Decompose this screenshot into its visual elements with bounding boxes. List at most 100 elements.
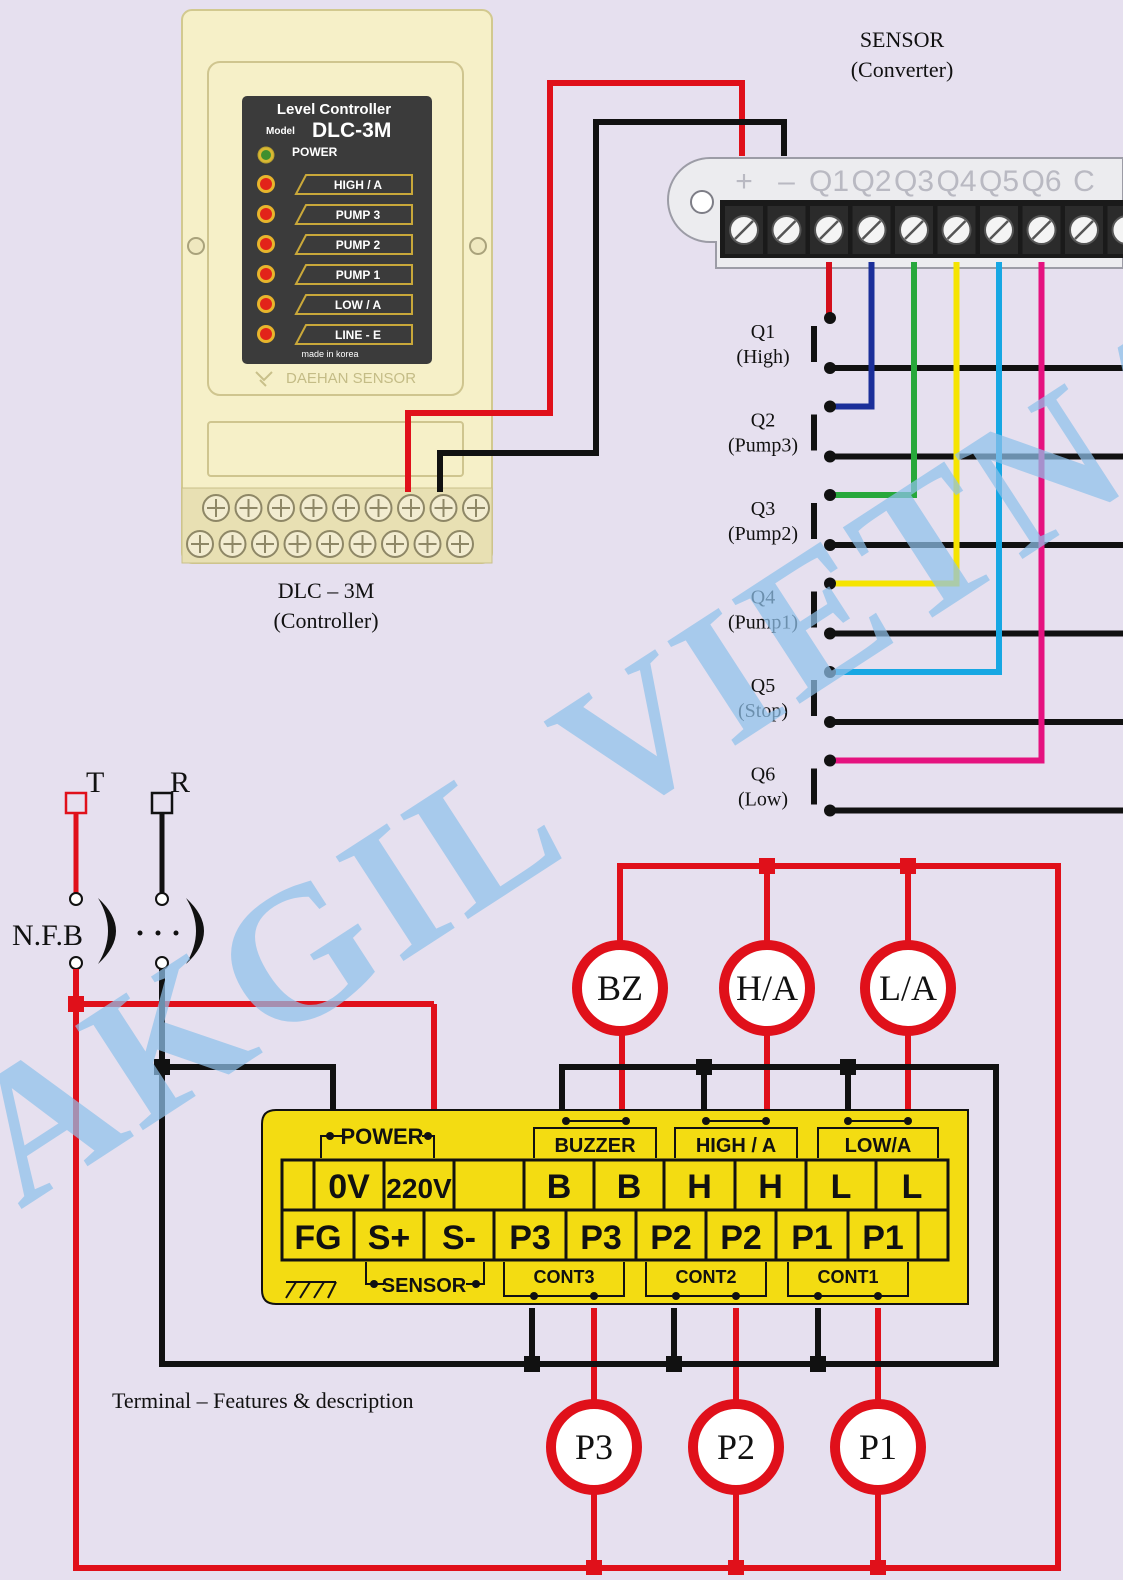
sensor-terminal-label: Q6 bbox=[1021, 165, 1061, 198]
terminal-cell: P2 bbox=[720, 1219, 762, 1257]
sensor-terminal-screw bbox=[810, 206, 848, 254]
terminal-screw bbox=[317, 531, 343, 557]
sensor-terminal-label: Q4 bbox=[936, 165, 976, 198]
sensor-terminal-label: + bbox=[735, 165, 753, 198]
controller-title: Level Controller bbox=[277, 101, 391, 118]
sensor-terminal-screw bbox=[725, 206, 763, 254]
contactor-label: CONT2 bbox=[675, 1267, 736, 1287]
output-code: Q3 bbox=[751, 498, 775, 520]
terminal-r bbox=[152, 793, 172, 813]
terminal-cell: B bbox=[617, 1168, 642, 1206]
pump-motor: P3 bbox=[551, 1404, 637, 1490]
pump-motor-label: P2 bbox=[717, 1427, 755, 1467]
output-code: Q2 bbox=[751, 410, 775, 432]
terminal-screw bbox=[236, 495, 262, 521]
indicator-lamp-label: BZ bbox=[597, 968, 643, 1008]
tb-sensor-label: SENSOR bbox=[382, 1275, 467, 1297]
power-label: POWER bbox=[292, 145, 338, 159]
pump-motor-list: P3 P2 P1 bbox=[551, 1404, 921, 1490]
controller-model-prefix: Model bbox=[266, 126, 295, 137]
sensor-terminal-label: Q1 bbox=[809, 165, 849, 198]
made-in-label: made in korea bbox=[301, 349, 358, 359]
terminal-screw bbox=[366, 495, 392, 521]
sensor-terminal-screw bbox=[895, 206, 933, 254]
terminal-cell: B bbox=[547, 1168, 572, 1206]
terminal-screw bbox=[220, 531, 246, 557]
terminal-cell: P3 bbox=[509, 1219, 551, 1257]
terminal-screw bbox=[301, 495, 327, 521]
terminal-screw bbox=[350, 531, 376, 557]
terminal-screw bbox=[333, 495, 359, 521]
terminal-screw bbox=[463, 495, 489, 521]
tb-power-label: POWER bbox=[340, 1124, 423, 1149]
terminal-cell: S- bbox=[442, 1219, 476, 1257]
pump-motor-label: P3 bbox=[575, 1427, 613, 1467]
sensor-terminal-screw bbox=[938, 206, 976, 254]
indicator-lamp-label: L/A bbox=[879, 968, 937, 1008]
terminal-screw bbox=[447, 531, 473, 557]
terminal-screw bbox=[252, 531, 278, 557]
terminal-screw bbox=[268, 495, 294, 521]
controller-caption-line2: (Controller) bbox=[273, 608, 378, 633]
terminal-cell: P2 bbox=[650, 1219, 692, 1257]
sensor-terminal-screw bbox=[853, 206, 891, 254]
indicator-lamp: BZ bbox=[577, 945, 663, 1031]
breaker-label: N.F.B bbox=[12, 919, 83, 952]
terminal-cell: H bbox=[758, 1168, 783, 1206]
sensor-caption-line2: (Converter) bbox=[851, 57, 954, 82]
output-name: (High) bbox=[736, 346, 789, 368]
sensor-terminal-label: – bbox=[778, 165, 795, 198]
terminal-screw bbox=[398, 495, 424, 521]
tb-high-label: HIGH / A bbox=[696, 1135, 776, 1157]
terminal-screw bbox=[203, 495, 229, 521]
tb-buzzer-label: BUZZER bbox=[554, 1135, 636, 1157]
terminal-cell: P1 bbox=[862, 1219, 904, 1257]
led-label: HIGH / A bbox=[334, 178, 383, 192]
terminal-r-label: R bbox=[170, 766, 190, 799]
led-label: LOW / A bbox=[335, 298, 382, 312]
mount-hole-right bbox=[470, 238, 486, 254]
controller-caption-line1: DLC – 3M bbox=[278, 578, 375, 603]
terminal-cell: FG bbox=[294, 1219, 341, 1257]
sensor-terminal-screw bbox=[1108, 206, 1123, 254]
indicator-lamp-list: BZ H/A L/A bbox=[577, 945, 951, 1031]
contactor-label: CONT3 bbox=[533, 1267, 594, 1287]
led-label: PUMP 2 bbox=[336, 238, 381, 252]
terminal-screw bbox=[382, 531, 408, 557]
sensor-terminal-label: Q2 bbox=[851, 165, 891, 198]
controller-model: DLC-3M bbox=[312, 119, 391, 142]
tb-low-label: LOW/A bbox=[845, 1135, 912, 1157]
output-name: (Pump3) bbox=[728, 435, 798, 457]
mount-hole-left bbox=[188, 238, 204, 254]
signal-wire bbox=[830, 262, 872, 407]
pump-motor-label: P1 bbox=[859, 1427, 897, 1467]
terminal-cell: L bbox=[902, 1168, 923, 1206]
pump-motor: P1 bbox=[835, 1404, 921, 1490]
sensor-terminal-screw bbox=[768, 206, 806, 254]
sensor-terminal-label: Q5 bbox=[979, 165, 1019, 198]
output-name: (Low) bbox=[738, 789, 788, 811]
led-label: PUMP 1 bbox=[336, 268, 381, 282]
terminal-cell: H bbox=[687, 1168, 712, 1206]
sensor-terminal-label: Q3 bbox=[894, 165, 934, 198]
sensor-terminal-label: C bbox=[1073, 165, 1095, 198]
terminal-screw bbox=[415, 531, 441, 557]
brand-name: DAEHAN SENSOR bbox=[286, 370, 416, 387]
contactor-label: CONT1 bbox=[817, 1267, 878, 1287]
led-label: LINE - E bbox=[335, 328, 381, 342]
terminal-screw bbox=[431, 495, 457, 521]
pump-motor: P2 bbox=[693, 1404, 779, 1490]
terminal-t bbox=[66, 793, 86, 813]
terminal-cell: 0V bbox=[328, 1168, 370, 1206]
terminal-cell: L bbox=[831, 1168, 852, 1206]
terminal-caption: Terminal – Features & description bbox=[112, 1388, 414, 1413]
sensor-terminal-screw bbox=[1023, 206, 1061, 254]
sensor-caption-line1: SENSOR bbox=[860, 27, 945, 52]
output-code: Q1 bbox=[751, 321, 775, 343]
terminal-cell: 220V bbox=[386, 1173, 452, 1204]
terminal-t-label: T bbox=[86, 766, 104, 799]
indicator-lamp: L/A bbox=[865, 945, 951, 1031]
indicator-lamp-label: H/A bbox=[736, 968, 798, 1008]
